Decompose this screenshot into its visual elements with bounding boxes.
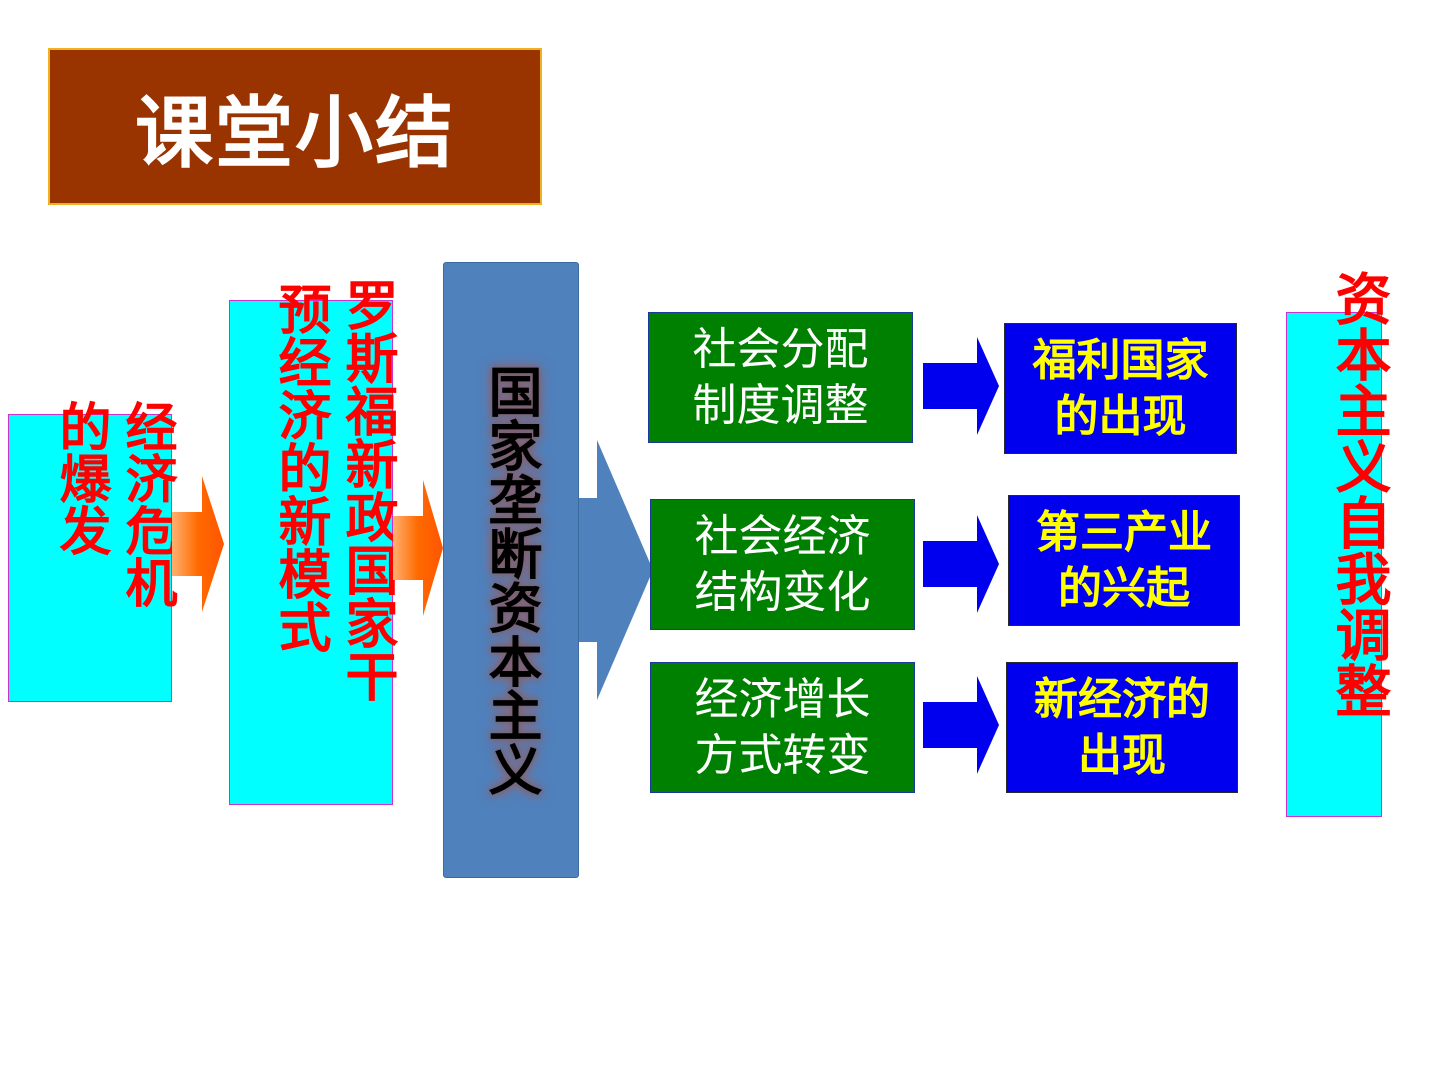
green-box-growth-line1: 经济增长 <box>694 673 871 725</box>
green-box-structure-line2: 结构变化 <box>694 566 871 618</box>
self-adjustment-box <box>1286 312 1382 817</box>
blue-box-tertiary-line2: 的兴起 <box>1058 562 1190 614</box>
new-deal-text-col1: 罗斯福新政国家干 <box>337 278 398 702</box>
green-box-structure: 社会经济结构变化 <box>650 499 915 630</box>
blue-arrow-3 <box>923 676 999 774</box>
green-box-growth: 经济增长方式转变 <box>650 662 915 793</box>
central-bar <box>443 262 579 878</box>
economic-crisis-box <box>8 414 172 702</box>
big-blue-arrow <box>579 440 653 700</box>
blue-box-welfare-line1: 福利国家 <box>1032 334 1209 386</box>
green-box-distribution-line2: 制度调整 <box>692 379 869 431</box>
blue-box-tertiary-line1: 第三产业 <box>1036 506 1212 558</box>
central-bar-text: 国家垄断资本主义 <box>479 364 542 796</box>
blue-box-new-economy-line1: 新经济的 <box>1034 673 1210 725</box>
green-box-growth-line2: 方式转变 <box>694 729 871 781</box>
title-text: 课堂小结 <box>134 88 455 179</box>
orange-arrow-2 <box>393 480 443 616</box>
title-box: 课堂小结 <box>48 48 542 205</box>
blue-box-welfare-line2: 的出现 <box>1054 390 1187 442</box>
green-box-distribution-line1: 社会分配 <box>692 323 869 375</box>
blue-box-welfare: 福利国家的出现 <box>1004 323 1237 454</box>
new-deal-box <box>229 300 393 805</box>
blue-box-new-economy-line2: 出现 <box>1078 729 1166 781</box>
orange-arrow-1 <box>172 476 224 612</box>
blue-box-tertiary: 第三产业的兴起 <box>1008 495 1240 626</box>
blue-arrow-2 <box>923 515 999 613</box>
blue-arrow-1 <box>923 337 999 435</box>
blue-box-new-economy: 新经济的出现 <box>1006 662 1238 793</box>
economic-crisis-text-col2: 的爆发 <box>50 400 110 556</box>
new-deal-text-col2: 预经济的新模式 <box>270 282 331 653</box>
economic-crisis-text-col1: 经济危机 <box>116 400 176 608</box>
green-box-structure-line1: 社会经济 <box>694 510 871 562</box>
self-adjustment-text: 资本主义自我调整 <box>1326 270 1391 718</box>
green-box-distribution: 社会分配制度调整 <box>648 312 913 443</box>
